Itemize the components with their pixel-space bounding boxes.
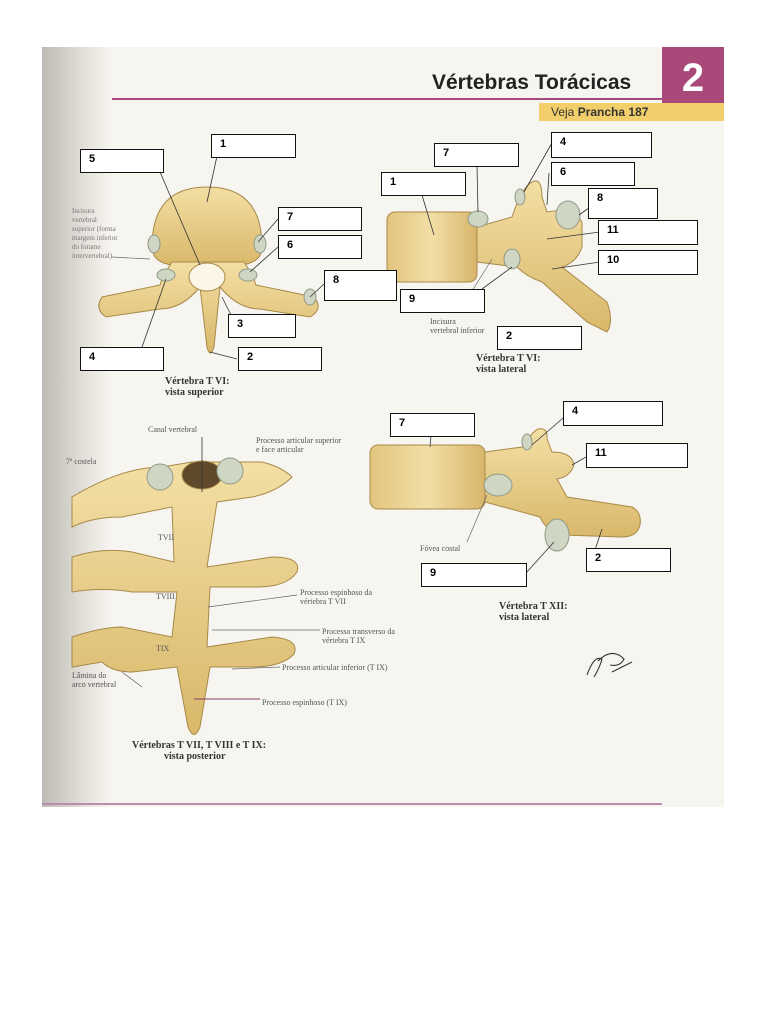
label-processo-transverso-tix: Processo transverso da vértebra T IX: [322, 627, 395, 645]
answer-box-8[interactable]: 8: [588, 188, 658, 219]
label-fovea-costal: Fóvea costal: [420, 544, 461, 553]
reference-plate: Prancha 187: [577, 105, 649, 119]
answer-box-1[interactable]: 1: [211, 134, 296, 158]
header-rule: [112, 98, 724, 100]
answer-box-4[interactable]: 4: [80, 347, 164, 371]
answer-box-6[interactable]: 6: [278, 235, 362, 259]
label-processo-espinhoso-tvii: Processo espinhoso da vértebra T VII: [300, 588, 372, 606]
answer-box-7[interactable]: 7: [390, 413, 475, 437]
answer-box-2[interactable]: 2: [238, 347, 322, 371]
illustrations: [71, 142, 641, 735]
label-lamina-arco-vertebral: Lâmina do arco vertebral: [72, 671, 117, 689]
label-processo-articular-inferior: Processo articular inferior (T IX): [282, 663, 388, 672]
answer-box-7[interactable]: 7: [434, 143, 519, 167]
label-canal-vertebral: Canal vertebral: [148, 425, 198, 434]
answer-box-8[interactable]: 8: [324, 270, 397, 301]
bottom-rule: [42, 803, 662, 805]
caption-t6-lateral: Vértebra T VI: vista lateral: [476, 353, 541, 375]
label-tviii: TVIII: [156, 592, 175, 601]
answer-box-4[interactable]: 4: [563, 401, 663, 426]
answer-box-6[interactable]: 6: [551, 162, 635, 186]
caption-t12-lateral: Vértebra T XII: vista lateral: [499, 601, 568, 623]
reference-bar: Veja Prancha 187: [539, 103, 724, 121]
answer-box-11[interactable]: 11: [586, 443, 688, 468]
chapter-badge: 2: [662, 47, 724, 103]
label-tvii: TVII: [158, 533, 174, 542]
label-costela: 7ª costela: [66, 457, 97, 466]
caption-t7-t9-posterior: Vértebras T VII, T VIII e T IX: vista po…: [132, 740, 267, 762]
answer-box-11[interactable]: 11: [598, 220, 698, 245]
answer-box-2[interactable]: 2: [497, 326, 582, 350]
netter-signature: [586, 652, 633, 678]
answer-box-4[interactable]: 4: [551, 132, 652, 158]
answer-box-3[interactable]: 3: [228, 314, 296, 338]
label-incisura-inferior: Incisura vertebral inferior: [430, 317, 485, 335]
answer-box-1[interactable]: 1: [381, 172, 466, 196]
label-tix: TIX: [156, 644, 170, 653]
answer-box-10[interactable]: 10: [598, 250, 698, 275]
vertebra-t12-lateral-view: [369, 428, 641, 552]
book-gutter-shadow: [42, 47, 112, 807]
reference-prefix: Veja: [551, 105, 575, 119]
label-processo-espinhoso-tix: Processo espinhoso (T IX): [262, 698, 347, 707]
page-title: Vértebras Torácicas: [432, 71, 632, 94]
label-incisura-superior: Incisura vertebral superior (forma marge…: [72, 207, 118, 260]
label-processo-articular-superior: Processo articular superior e face artic…: [256, 436, 342, 454]
answer-box-9[interactable]: 9: [421, 563, 527, 587]
answer-box-9[interactable]: 9: [400, 289, 485, 313]
answer-box-7[interactable]: 7: [278, 207, 362, 231]
answer-box-5[interactable]: 5: [80, 149, 164, 173]
caption-t6-superior: Vértebra T VI: vista superior: [165, 376, 230, 398]
vertebra-t6-lateral-view: [386, 180, 611, 333]
vertebra-t6-superior-view: [98, 186, 319, 354]
vertebrae-t7-t9-posterior-view: [71, 437, 320, 735]
answer-box-2[interactable]: 2: [586, 548, 671, 572]
